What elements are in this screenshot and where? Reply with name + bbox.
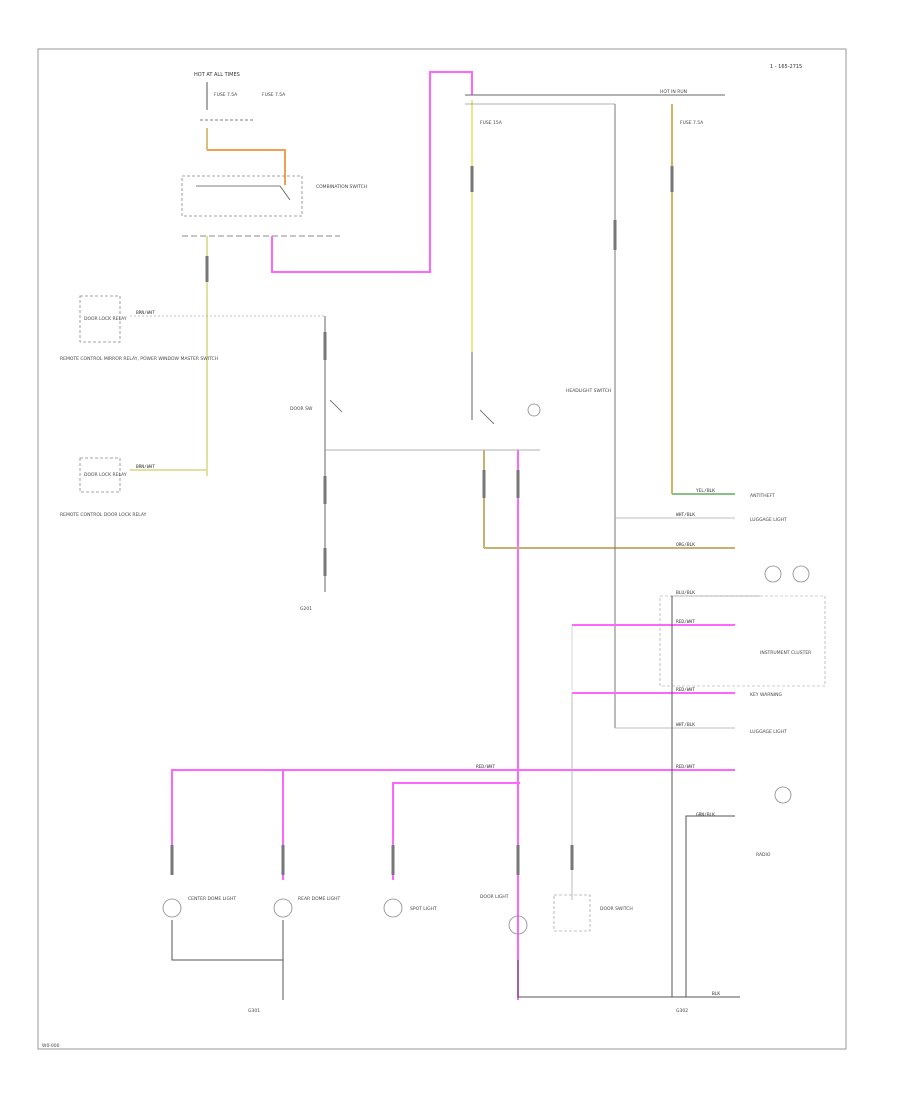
label-desc-left-bottom: REMOTE CONTROL DOOR LOCK RELAY (60, 512, 147, 518)
wire-pink-bottom-bus (171, 769, 735, 860)
wire-spot (392, 782, 520, 880)
label-hot-in-run: HOT IN RUN (660, 89, 687, 95)
center-dome-light-icon (162, 898, 182, 918)
label-combination-switch: COMBINATION SWITCH (316, 184, 367, 190)
wire-pink-top (271, 71, 473, 273)
label-right-2: LUGGAGE LIGHT (750, 517, 787, 523)
wire-bottom-ground (517, 960, 740, 998)
label-fuse-right: FUSE 7.5A (680, 120, 704, 126)
combination-switch-box (181, 175, 303, 217)
label-lamp-4: DOOR LIGHT (480, 894, 509, 900)
radio-lamp-icon (774, 786, 792, 804)
label-right-4: LUGGAGE LIGHT (750, 729, 787, 735)
label-door-left-top: DOOR LOCK RELAY (84, 316, 127, 322)
label-right-1: ANTITHEFT (750, 493, 775, 499)
label-radio: RADIO (756, 852, 771, 858)
door-lock-relay-top (79, 295, 121, 343)
headlight-sw-contact (479, 409, 495, 425)
label-right-3: KEY WARNING (750, 692, 782, 698)
indicator-lamp-icon-2 (792, 565, 810, 583)
label-w4: WHT/BLK (676, 512, 695, 518)
door-switch-box (553, 894, 591, 932)
label-w6: BLU/BLK (676, 590, 695, 596)
door-sw-contact (329, 399, 343, 413)
wire-radio (672, 815, 735, 998)
rear-dome-light-icon (273, 898, 293, 918)
label-lamp-2: REAR DOME LIGHT (298, 896, 340, 902)
page-code: 1 - 165-2715 (770, 64, 802, 70)
instrument-cluster-box (659, 595, 826, 687)
label-ground-bottom-right: G302 (676, 1008, 688, 1014)
label-w11: RED/WHT (676, 764, 695, 770)
label-fuse-top-center: FUSE 7.5A (262, 92, 286, 98)
label-w3: YEL/BLK (696, 488, 715, 494)
door-lock-relay-bottom (79, 457, 121, 493)
label-w9: WHT/BLK (676, 722, 695, 728)
label-ground-left: G201 (300, 606, 312, 612)
footer-code: W0-000 (42, 1043, 60, 1049)
wire-lamp1-ground (171, 920, 283, 961)
door-light-icon (508, 915, 528, 935)
label-switch-left: DOOR SW (290, 406, 313, 412)
spot-light-icon (383, 898, 403, 918)
label-hot-all-times: HOT AT ALL TIMES (194, 72, 240, 78)
label-w1: BRN/WHT (136, 310, 155, 316)
label-switch-bottom: DOOR SWITCH (600, 906, 633, 912)
label-w13: BLK (712, 991, 720, 997)
diagram-frame (37, 48, 847, 1050)
label-lamp-3: SPOT LIGHT (410, 906, 437, 912)
label-w5: ORG/BLK (676, 542, 695, 548)
label-lamp-1: CENTER DOME LIGHT (188, 896, 236, 902)
label-fuse-center: FUSE 15A (480, 120, 503, 126)
wire-orange (207, 149, 286, 185)
label-w12: GRN/BLK (696, 812, 715, 818)
headlight-indicator-icon (527, 403, 541, 417)
label-w10: RED/WHT (476, 764, 495, 770)
label-w2: BRN/WHT (136, 464, 155, 470)
label-fuse-top-left: FUSE 7.5A (214, 92, 238, 98)
label-instrument-cluster: INSTRUMENT CLUSTER (760, 650, 811, 656)
label-w8: RED/WHT (676, 687, 695, 693)
label-ground-bottom-left: G301 (248, 1008, 260, 1014)
label-switch-center: HEADLIGHT SWITCH (566, 388, 611, 394)
label-desc-left-top: REMOTE CONTROL MIRROR RELAY, POWER WINDO… (60, 356, 218, 362)
label-w7: RED/WHT (676, 619, 695, 625)
switch-contact-2 (279, 185, 291, 201)
indicator-lamp-icon-1 (764, 565, 782, 583)
label-door-left-bottom: DOOR LOCK RELAY (84, 472, 127, 478)
